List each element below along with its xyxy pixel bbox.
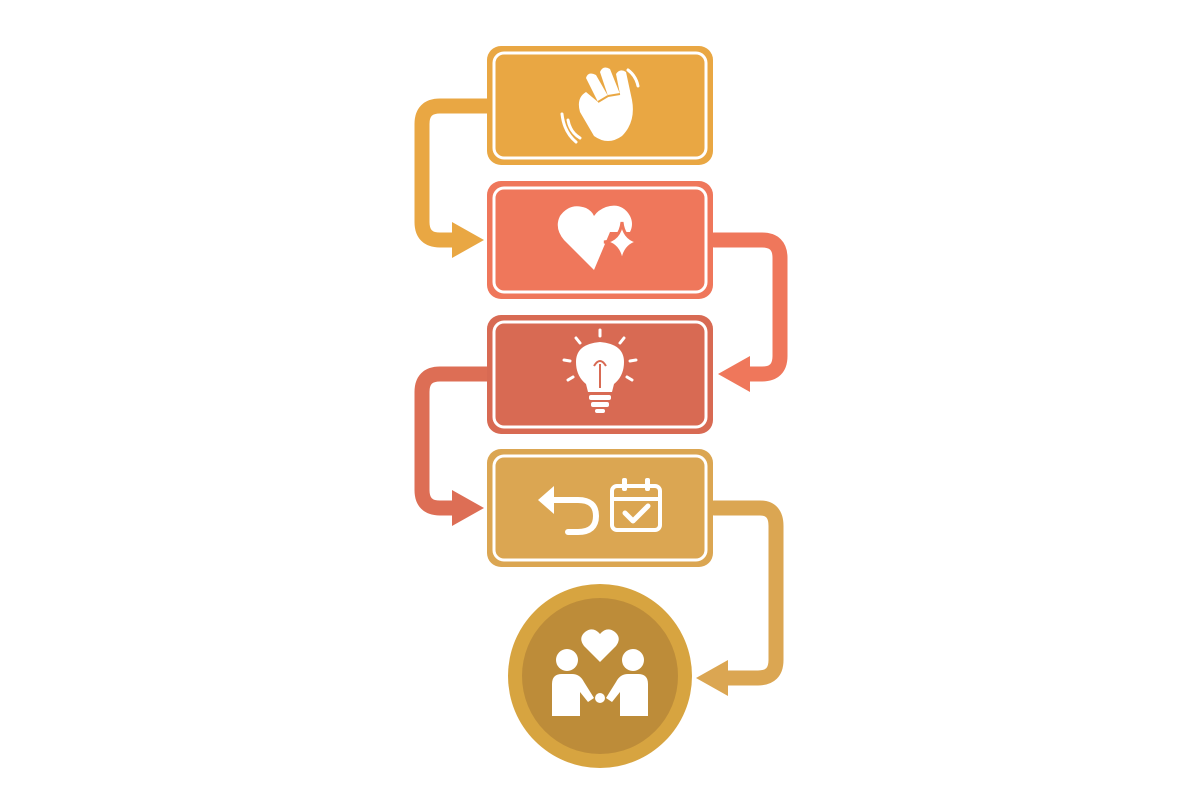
connector-step1-to-step2: [414, 98, 495, 258]
connector-step2-to-step3: [706, 232, 788, 392]
return-arrow-icon: [538, 486, 600, 535]
step-2-box: [487, 181, 713, 299]
connector-step3-to-step4: [414, 366, 495, 526]
connector-step4-to-outcome: [696, 500, 784, 696]
step-3-box: [487, 315, 713, 434]
lightbulb-icon: [562, 328, 638, 413]
heart-sparkle-icon: [557, 205, 641, 270]
calendar-check-icon: [610, 478, 662, 532]
step-1-box: [487, 46, 713, 165]
step-4-box: [487, 449, 713, 567]
couple-heart-icon: [552, 629, 648, 716]
waving-hand-icon: [560, 67, 640, 144]
arrowhead: [452, 490, 484, 526]
outcome-circle: [508, 584, 692, 768]
arrowhead: [452, 222, 484, 258]
arrowhead: [718, 356, 750, 392]
arrowhead: [696, 660, 728, 696]
